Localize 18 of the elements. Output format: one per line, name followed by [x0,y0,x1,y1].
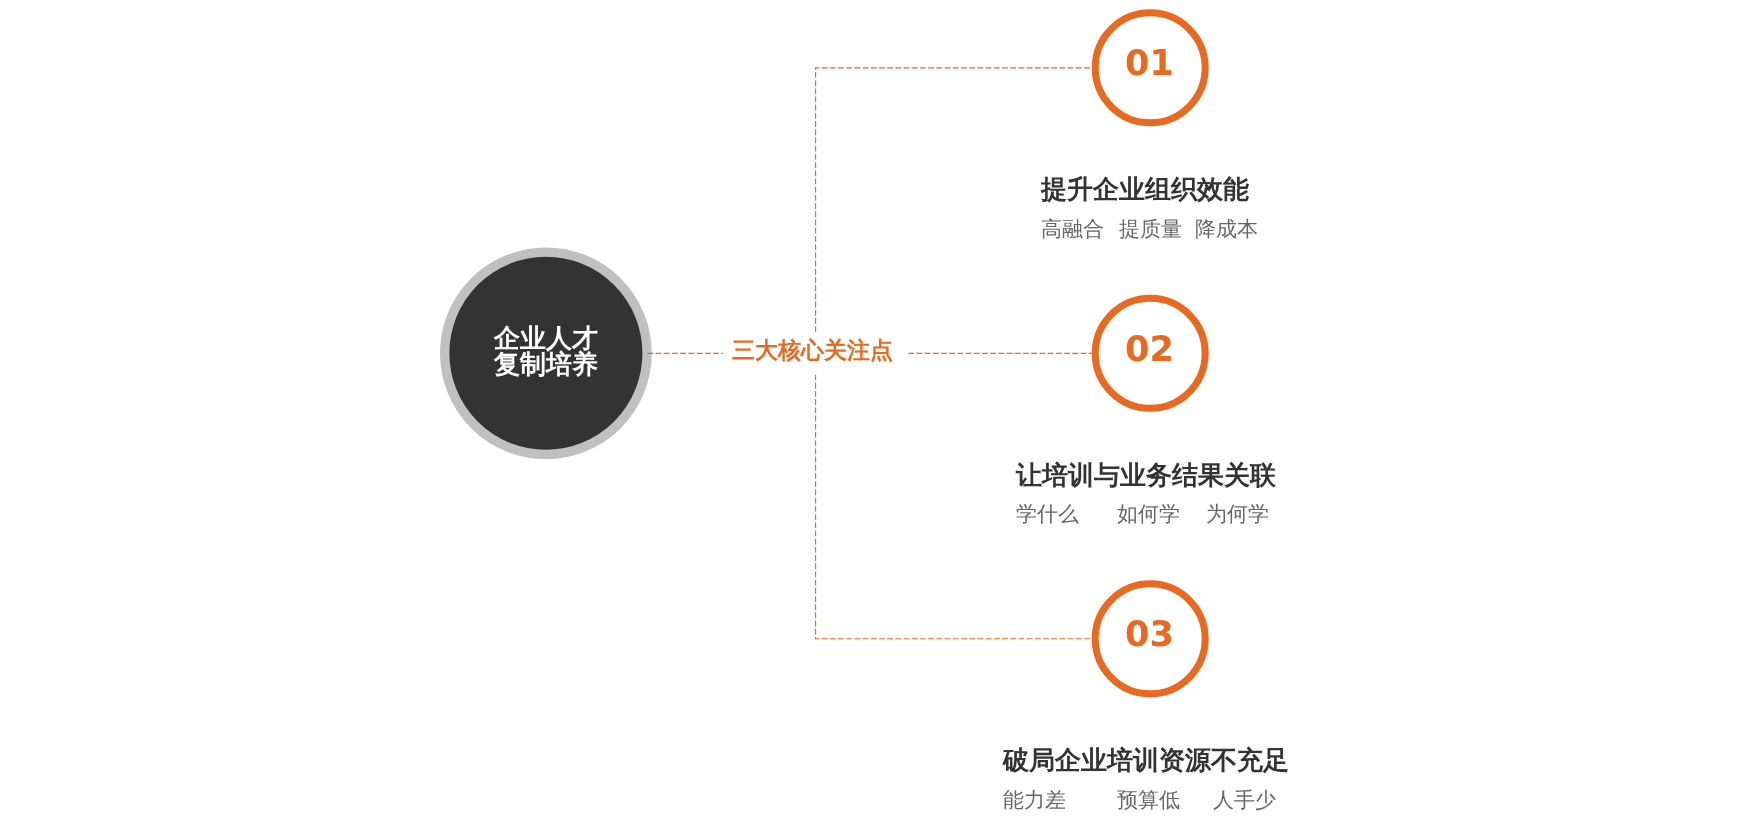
node-label: 预算低 [1116,786,1180,812]
node-label: 破局企业培训资源不充足 [1002,745,1289,776]
node-label: 为何学 [1205,501,1269,527]
node-label: 能力差 [1002,786,1066,812]
node-label: 如何学 [1116,501,1180,527]
node-label: 学什么 [1015,501,1079,527]
node-circle: 03 [1091,580,1209,698]
node-label: 让培训与业务结果关联 [1015,459,1276,490]
node-circle: 01 [1091,9,1209,127]
node-circle: 企业人才复制培养 [439,247,652,460]
node-text: 三大核心关注点 [732,335,893,364]
node-label: 高融合 [1040,215,1104,241]
connector [646,352,724,354]
node-label: 人手少 [1212,786,1276,812]
node-circle: 02 [1091,294,1209,412]
node-label: 提升企业组织效能 [1040,174,1249,205]
node-label: 提质量 [1118,215,1182,241]
node-label: 降成本 [1194,215,1258,241]
